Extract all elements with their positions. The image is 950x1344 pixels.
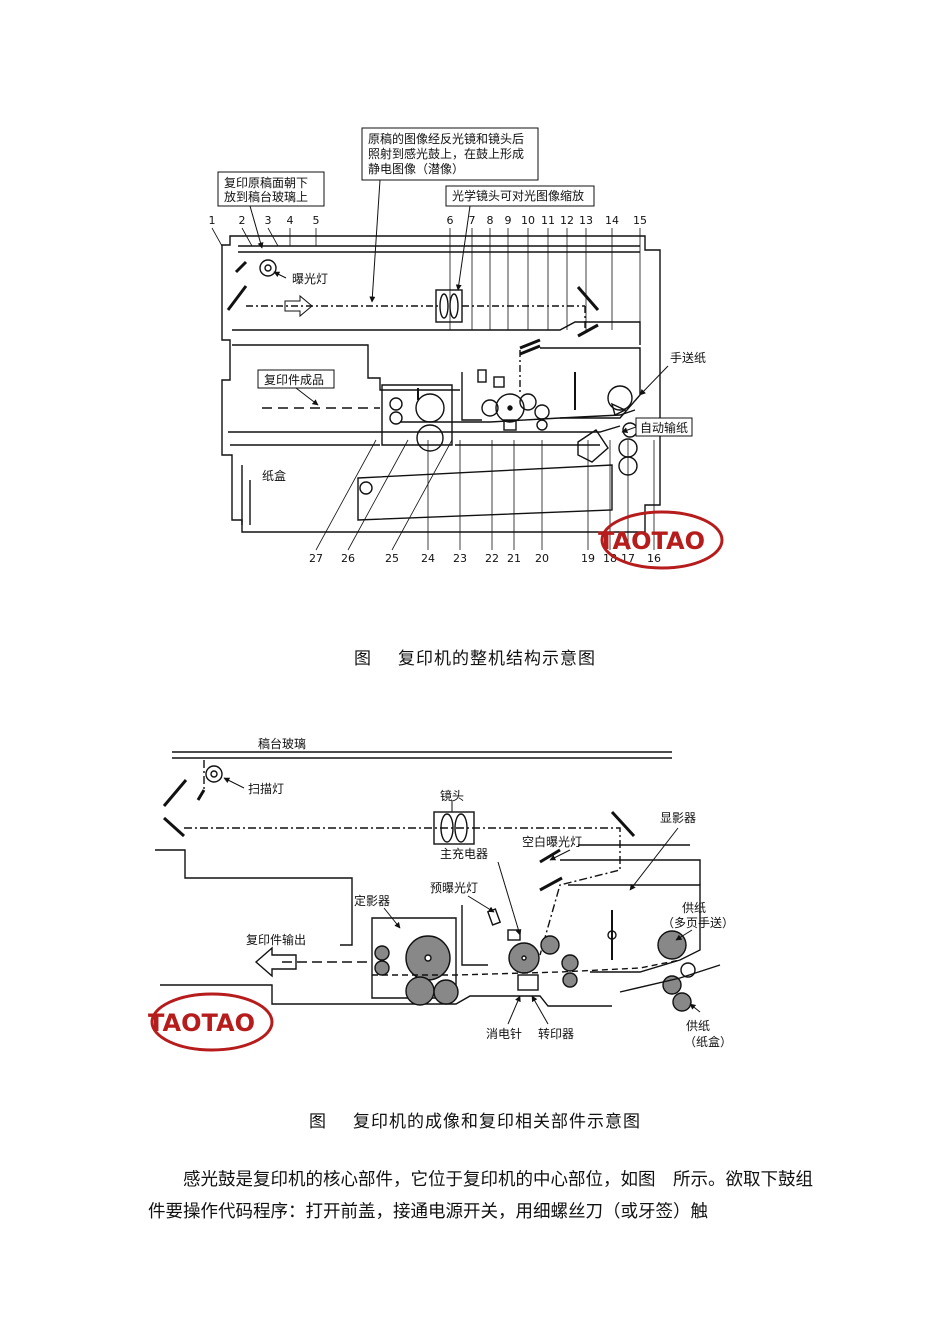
part-number-23: 23 bbox=[453, 552, 467, 565]
part-leader-26 bbox=[347, 439, 409, 551]
label-developer: 显影器 bbox=[660, 811, 696, 825]
svg-text:TAOTAO: TAOTAO bbox=[598, 527, 705, 555]
label-pre-lamp: 预曝光灯 bbox=[430, 881, 478, 895]
part-number-20: 20 bbox=[535, 552, 549, 565]
label-fuser: 定影器 bbox=[354, 893, 390, 908]
part-leader-27 bbox=[315, 439, 377, 551]
label-transfer: 转印器 bbox=[538, 1026, 574, 1041]
label-feed-manual: 供纸 bbox=[682, 901, 706, 915]
label-tray: 纸盒 bbox=[262, 468, 286, 483]
label-scan-lamp: 扫描灯 bbox=[248, 782, 284, 796]
label-output: 复印件成品 bbox=[264, 373, 324, 387]
part-number-27: 27 bbox=[309, 552, 323, 565]
body-paragraph-text: 感光鼓是复印机的核心部件，它位于复印机的中心部位，如图 所示。欲取下鼓组件要操作… bbox=[148, 1170, 813, 1222]
taotao-watermark-logo-2: TAOTAO bbox=[148, 992, 274, 1052]
label-discharge: 消电针 bbox=[486, 1026, 522, 1041]
label-lamp: 曝光灯 bbox=[292, 272, 328, 286]
figure2-caption-label: 图 bbox=[309, 1112, 327, 1132]
part-leader-25 bbox=[391, 439, 453, 551]
part-number-8: 8 bbox=[487, 214, 494, 227]
part-number-2: 2 bbox=[239, 214, 246, 227]
part-number-3: 3 bbox=[265, 214, 272, 227]
taotao-watermark-logo: TAOTAO bbox=[598, 510, 724, 570]
label-glass: 稿台玻璃 bbox=[258, 736, 306, 751]
copier-structure-diagram: 复印原稿面朝下放到稿台玻璃上 原稿的图像经反光镜和镜头后照射到感光鼓上，在鼓上形… bbox=[209, 127, 724, 570]
part-number-13: 13 bbox=[579, 214, 593, 227]
body-paragraph: 感光鼓是复印机的核心部件，它位于复印机的中心部位，如图 所示。欲取下鼓组件要操作… bbox=[148, 1164, 820, 1228]
part-leader-3 bbox=[267, 227, 279, 247]
part-number-7: 7 bbox=[469, 214, 476, 227]
label-blank-lamp: 空白曝光灯 bbox=[522, 834, 582, 849]
part-number-24: 24 bbox=[421, 552, 435, 565]
part-number-16: 16 bbox=[647, 552, 661, 565]
part-number-12: 12 bbox=[560, 214, 574, 227]
part-number-25: 25 bbox=[385, 552, 399, 565]
figure1-caption: 图 复印机的整机结构示意图 bbox=[0, 644, 950, 669]
figure2-caption-text: 复印机的成像和复印相关部件示意图 bbox=[353, 1112, 641, 1132]
label-feed-tray: 供纸 bbox=[686, 1019, 710, 1033]
part-leader-2 bbox=[241, 227, 253, 247]
part-number-26: 26 bbox=[341, 552, 355, 565]
part-number-10: 10 bbox=[521, 214, 535, 227]
part-number-4: 4 bbox=[287, 214, 294, 227]
part-number-11: 11 bbox=[541, 214, 555, 227]
part-number-5: 5 bbox=[313, 214, 320, 227]
part-number-14: 14 bbox=[605, 214, 619, 227]
svg-text:TAOTAO: TAOTAO bbox=[148, 1009, 255, 1037]
label-manual-feed: 手送纸 bbox=[670, 350, 706, 365]
figure1-caption-label: 图 bbox=[354, 649, 372, 669]
callout-original: 复印原稿面朝下放到稿台玻璃上 bbox=[224, 175, 308, 204]
part-number-19: 19 bbox=[581, 552, 595, 565]
label-output: 复印件输出 bbox=[246, 932, 306, 947]
part-number-21: 21 bbox=[507, 552, 521, 565]
figure1-caption-text: 复印机的整机结构示意图 bbox=[398, 649, 596, 669]
label-lens: 镜头 bbox=[440, 788, 464, 803]
part-number-6: 6 bbox=[447, 214, 454, 227]
imaging-parts-diagram: 稿台玻璃 扫描灯 镜头 显影器 空白曝光灯 主充电器 预曝光灯 定影器 复印件输… bbox=[148, 736, 734, 1052]
callout-lens: 光学镜头可对光图像缩放 bbox=[452, 188, 584, 203]
part-leader-1 bbox=[211, 227, 223, 247]
label-auto-feed: 自动输纸 bbox=[640, 420, 688, 435]
label-feed-tray-note: （纸盒） bbox=[684, 1034, 732, 1049]
label-feed-manual-note: （多页手送） bbox=[662, 915, 734, 930]
figure2-caption: 图 复印机的成像和复印相关部件示意图 bbox=[0, 1107, 950, 1132]
part-number-9: 9 bbox=[505, 214, 512, 227]
part-number-1: 1 bbox=[209, 214, 216, 227]
callout-image: 原稿的图像经反光镜和镜头后照射到感光鼓上，在鼓上形成静电图像（潜像） bbox=[368, 131, 524, 176]
part-number-15: 15 bbox=[633, 214, 647, 227]
part-number-22: 22 bbox=[485, 552, 499, 565]
label-charger: 主充电器 bbox=[440, 846, 488, 861]
